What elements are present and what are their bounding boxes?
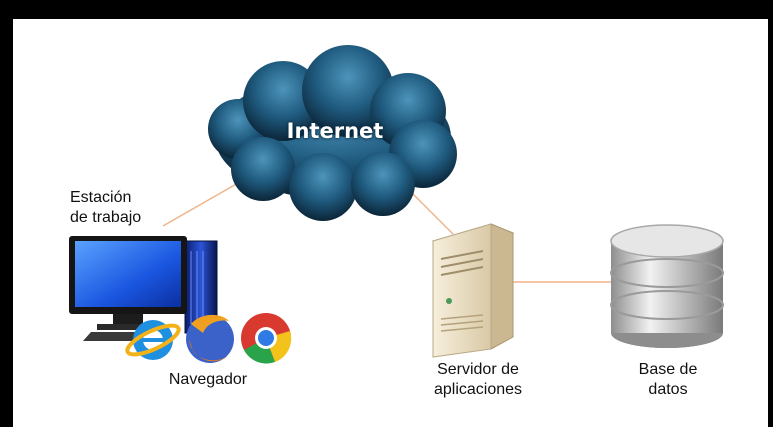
link-workstation-internet (162, 178, 246, 227)
diagram-frame: Internet Estación de trabajo Navegador S… (13, 19, 768, 427)
firefox-icon (186, 314, 234, 363)
database-label-line1: Base de (638, 361, 698, 378)
app-server-label: Servidor de aplicaciones (418, 360, 538, 400)
app-server-icon (431, 223, 515, 358)
internet-cloud-icon (208, 45, 457, 221)
app-server-label-line1: Servidor de (437, 361, 519, 378)
workstation-label: Estación de trabajo (70, 188, 180, 228)
chrome-icon (241, 313, 292, 364)
database-label-line2: datos (648, 381, 688, 398)
database-icon (610, 224, 724, 348)
internet-label: Internet (286, 119, 384, 143)
network-diagram (69, 45, 724, 364)
database-label: Base de datos (613, 360, 723, 400)
browser-label: Navegador (168, 371, 248, 388)
workstation-label-line1: Estación (70, 189, 132, 206)
internet-explorer-icon (125, 320, 181, 360)
link-internet-server (407, 188, 454, 235)
app-server-label-line2: aplicaciones (433, 381, 523, 398)
workstation-label-line2: de trabajo (70, 209, 142, 226)
workstation-icon (69, 236, 218, 341)
